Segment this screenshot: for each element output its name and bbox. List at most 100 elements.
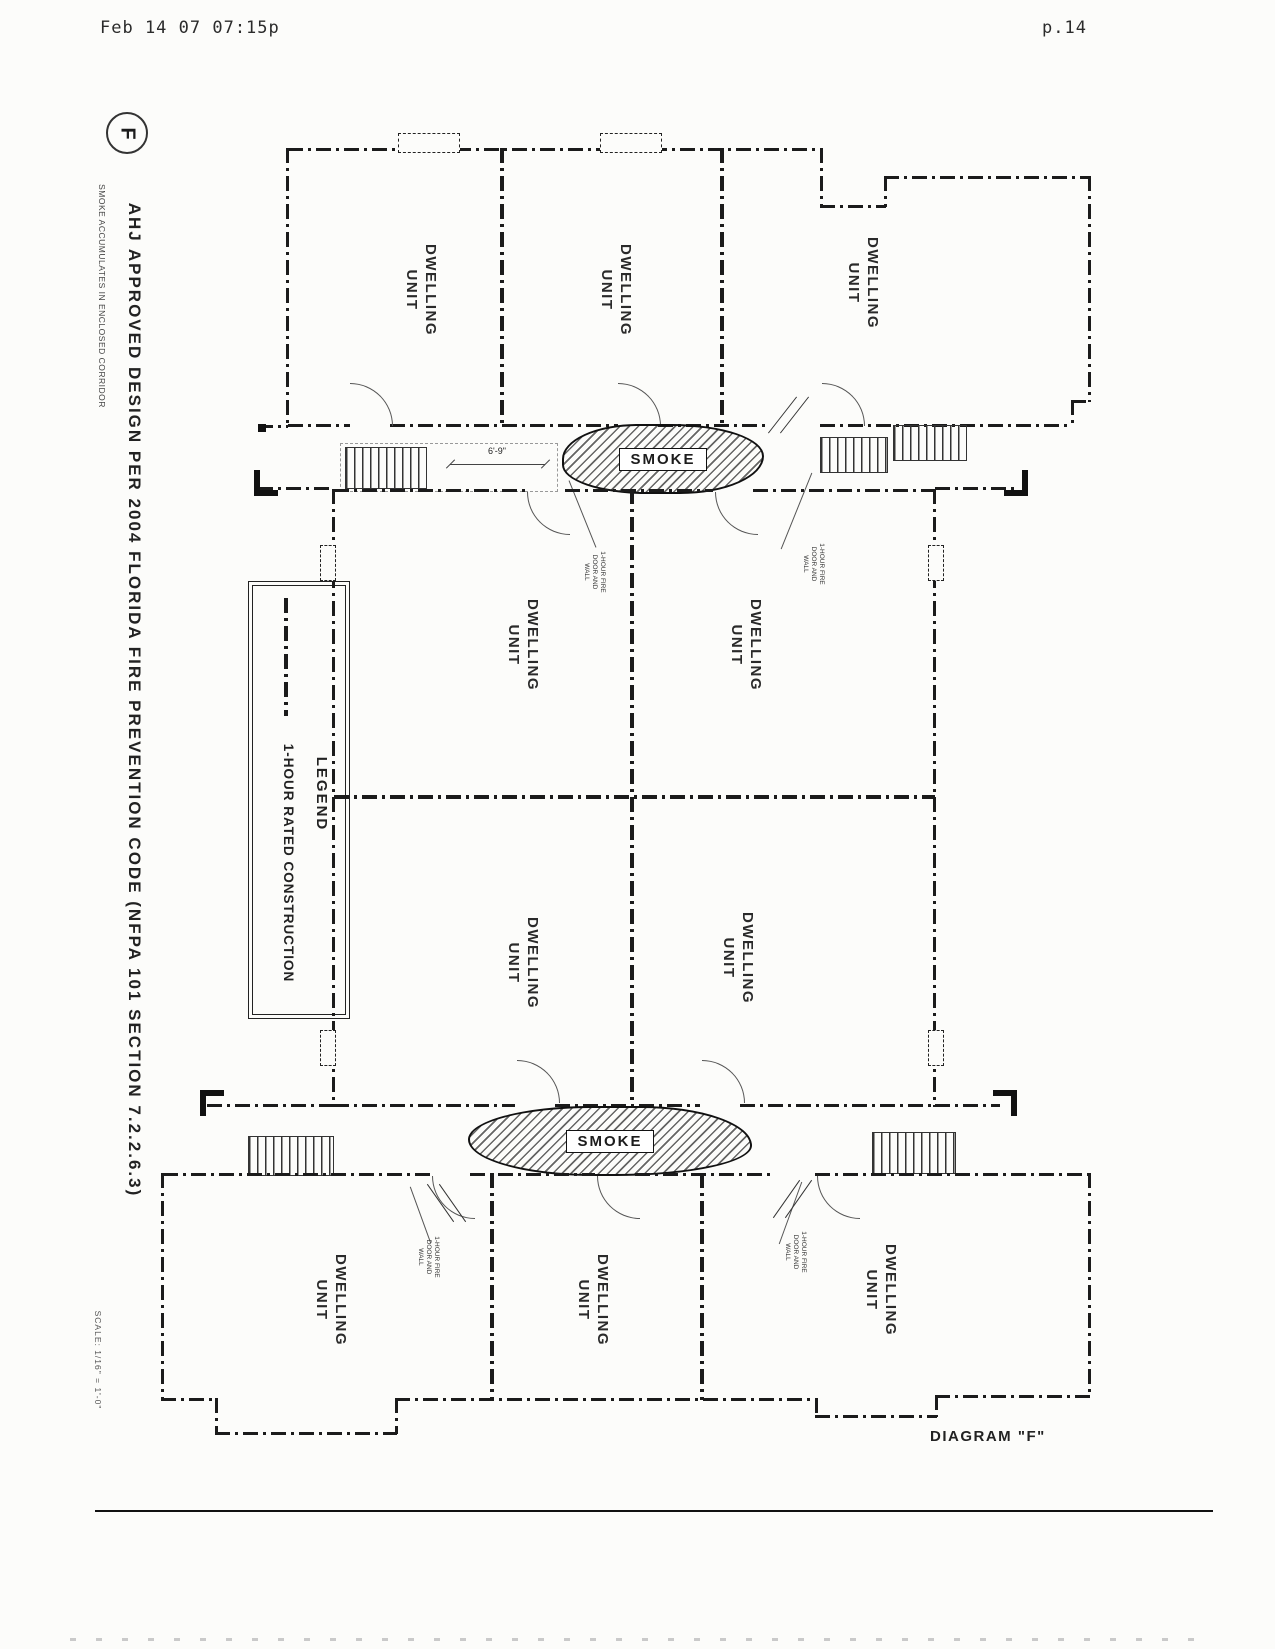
wall-segment xyxy=(815,1398,818,1417)
marker-letter: F xyxy=(116,126,139,140)
wall-segment xyxy=(1071,400,1090,403)
wall-segment xyxy=(884,176,887,207)
fax-page-number: p.14 xyxy=(1042,18,1087,38)
door-note: 1-HOUR FIRE DOOR AND WALL xyxy=(417,1236,440,1278)
unit-label: DWELLING UNIT xyxy=(863,1244,899,1336)
wall-notch xyxy=(320,545,336,581)
door-note: 1-HOUR FIRE DOOR AND WALL xyxy=(802,543,825,585)
party-wall xyxy=(334,795,935,799)
unit-label: DWELLING UNIT xyxy=(403,244,439,336)
wall-segment xyxy=(565,489,713,492)
unit-label: DWELLING UNIT xyxy=(598,244,634,336)
stairs xyxy=(345,447,427,489)
scale-note: SCALE: 1/16" = 1'-0" xyxy=(93,1310,103,1410)
legend-symbol-dash-dot-line xyxy=(284,598,288,716)
party-wall xyxy=(490,1173,494,1400)
wall-segment xyxy=(884,176,1090,179)
wall-segment xyxy=(935,1395,938,1417)
corner-mark xyxy=(200,1090,224,1116)
unit-label: DWELLING UNIT xyxy=(313,1254,349,1346)
wall-segment xyxy=(215,1432,397,1435)
wall-segment xyxy=(161,1173,164,1400)
door-note: 1-HOUR FIRE DOOR AND WALL xyxy=(583,551,606,593)
wall-segment xyxy=(258,425,288,428)
door-arc xyxy=(350,383,393,426)
stairs xyxy=(820,437,888,473)
door-arc xyxy=(702,1060,745,1103)
wall-segment xyxy=(470,1173,595,1176)
door-arc xyxy=(822,383,865,426)
corner-mark xyxy=(993,1090,1017,1116)
wall-segment xyxy=(390,424,618,427)
wall-segment xyxy=(395,1398,817,1401)
fire-door-leaf xyxy=(784,1179,813,1219)
corner-mark xyxy=(258,424,266,432)
fire-door-leaf xyxy=(779,396,810,434)
wall-segment xyxy=(288,148,822,151)
smoke-cloud: SMOKE xyxy=(468,1106,752,1176)
unit-label: DWELLING UNIT xyxy=(728,599,764,691)
door-arc xyxy=(432,1176,475,1219)
door-arc xyxy=(517,1060,560,1103)
door-arc xyxy=(597,1176,640,1219)
smoke-label: SMOKE xyxy=(566,1129,654,1153)
corner-mark xyxy=(1004,470,1028,496)
unit-label: DWELLING UNIT xyxy=(845,237,881,329)
wall-segment xyxy=(207,1104,334,1107)
fax-noise-strip xyxy=(70,1638,1210,1641)
wall-segment xyxy=(332,489,335,1107)
unit-label: DWELLING UNIT xyxy=(575,1254,611,1346)
unit-label: DWELLING UNIT xyxy=(505,917,541,1009)
stairs xyxy=(893,425,967,461)
legend-box xyxy=(248,581,350,1019)
corridor-note: SMOKE ACCUMULATES IN ENCLOSED CORRIDOR xyxy=(97,184,107,408)
wall-segment xyxy=(395,1398,398,1434)
wall-segment xyxy=(753,489,935,492)
wall-segment xyxy=(820,148,823,207)
title-vertical: AHJ APPROVED DESIGN PER 2004 FLORIDA FIR… xyxy=(125,202,144,1198)
wall-segment xyxy=(334,1104,515,1107)
wall-segment xyxy=(334,489,525,492)
wall-segment xyxy=(163,1173,430,1176)
wall-segment xyxy=(935,1395,1090,1398)
diagram-caption: DIAGRAM "F" xyxy=(930,1428,1046,1445)
wall-segment xyxy=(815,1173,1090,1176)
unit-label: DWELLING UNIT xyxy=(720,912,756,1004)
wall-segment xyxy=(1088,1173,1091,1397)
wall-segment xyxy=(815,1415,937,1418)
wall-segment xyxy=(635,1173,775,1176)
wall-notch xyxy=(600,133,662,153)
wall-segment xyxy=(820,205,886,208)
door-note: 1-HOUR FIRE DOOR AND WALL xyxy=(784,1231,807,1273)
wall-segment xyxy=(258,487,334,490)
corner-mark xyxy=(254,470,278,496)
party-wall xyxy=(700,1173,704,1400)
door-arc xyxy=(817,1176,860,1219)
unit-label: DWELLING UNIT xyxy=(505,599,541,691)
dimension-label: 6'-9" xyxy=(488,446,506,456)
stairs xyxy=(248,1136,334,1176)
wall-segment xyxy=(935,1104,1000,1107)
wall-segment xyxy=(215,1398,218,1434)
fax-timestamp: Feb 14 07 07:15p xyxy=(100,18,280,38)
smoke-cloud: SMOKE xyxy=(562,424,764,494)
dimension-line xyxy=(450,464,545,465)
wall-segment xyxy=(161,1398,217,1401)
marker-circle: F xyxy=(106,112,148,154)
wall-notch xyxy=(928,1030,944,1066)
wall-segment xyxy=(740,1104,935,1107)
wall-notch xyxy=(320,1030,336,1066)
party-wall xyxy=(500,148,504,425)
smoke-label: SMOKE xyxy=(619,447,707,471)
wall-segment xyxy=(288,424,350,427)
legend-item-label: 1-HOUR RATED CONSTRUCTION xyxy=(281,743,296,983)
legend-heading: LEGEND xyxy=(313,756,330,832)
wall-segment xyxy=(286,148,289,427)
party-wall xyxy=(720,148,724,425)
wall-segment xyxy=(1071,400,1074,427)
wall-notch xyxy=(928,545,944,581)
wall-segment xyxy=(1088,176,1091,402)
wall-notch xyxy=(398,133,460,153)
stairs xyxy=(872,1132,956,1174)
